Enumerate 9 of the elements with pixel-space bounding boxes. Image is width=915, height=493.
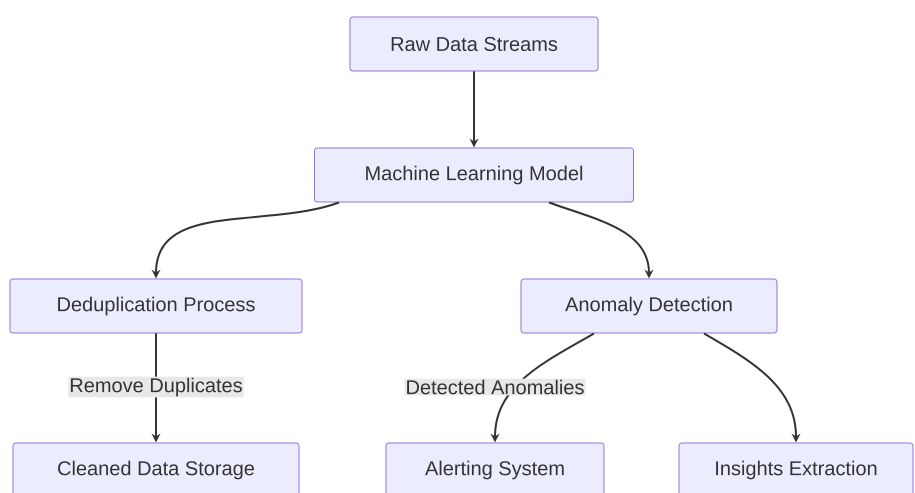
- process-box: Machine Learning Model: [314, 148, 634, 202]
- process-box: Deduplication Process: [10, 278, 302, 334]
- process-box: Raw Data Streams: [350, 16, 598, 72]
- process-box: Insights Extraction: [678, 442, 914, 493]
- process-box: Cleaned Data Storage: [12, 442, 300, 493]
- edge-label: Remove Duplicates: [68, 376, 244, 398]
- process-box: Anomaly Detection: [520, 278, 778, 334]
- edge-label: Detected Anomalies: [404, 378, 586, 396]
- process-box: Alerting System: [386, 442, 604, 493]
